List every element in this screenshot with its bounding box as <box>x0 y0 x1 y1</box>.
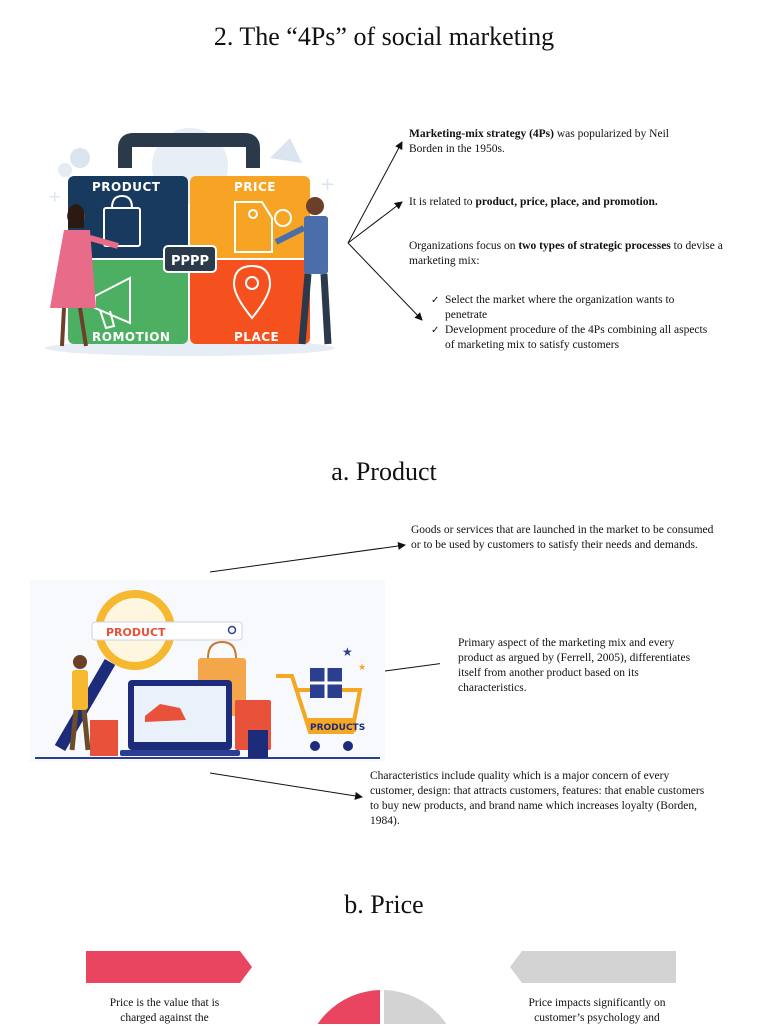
p-product-primary: Primary aspect of the marketing mix and … <box>458 637 691 694</box>
woman-figure <box>50 204 119 347</box>
pppp-badge <box>163 245 217 273</box>
p-strategic-pre: Organizations focus on <box>409 240 519 252</box>
tile-place <box>190 260 310 344</box>
pppp-badge-label: PPPP <box>171 254 209 269</box>
tile-promotion-label: ROMOTION <box>92 330 170 344</box>
tile-product-label: PRODUCT <box>92 180 161 194</box>
p-strategic-rest: to devise a marketing mix: <box>409 240 723 267</box>
p-product-characteristics: Characteristics include quality which is… <box>370 770 705 827</box>
strategic-checklist: Select the market where the organization… <box>427 293 717 353</box>
p-marketing-mix-bold: Marketing-mix strategy (4Ps) <box>409 128 554 140</box>
p-strategic-bold: two types of strategic processes <box>518 240 671 252</box>
tile-promotion <box>68 260 188 344</box>
section-price-title: b. Price <box>344 890 424 919</box>
search-bar-text: PRODUCT <box>106 626 166 639</box>
shoe-icon <box>145 704 186 722</box>
p-product-definition: Goods or services that are launched in t… <box>411 524 714 551</box>
price-right-banner <box>510 951 676 983</box>
tile-place-label: PLACE <box>234 330 279 344</box>
svg-text:+: + <box>320 174 335 195</box>
price-right-text: Price impacts significantly on customer’… <box>528 997 666 1024</box>
price-tag-icon <box>234 201 292 253</box>
tile-price-label: PRICE <box>234 180 276 194</box>
4ps-illustration: + + PRODUCT PRICE ROMOTION PLACE PPPP <box>45 128 335 356</box>
p-related-to-bold: product, price, place, and promotion. <box>475 196 658 208</box>
price-left-banner <box>86 951 252 983</box>
cart-label: PRODUCTS <box>310 723 365 733</box>
section-4ps-title: 2. The “4Ps” of social marketing <box>213 22 555 51</box>
svg-text:★: ★ <box>358 663 366 673</box>
product-illustration: PRODUCT PRODUCTS ★ ★ <box>30 580 385 762</box>
shopping-bag-icon <box>103 194 141 247</box>
p-related-to: It is related to product, price, place, … <box>409 195 719 210</box>
checklist-item: Development procedure of the 4Ps combini… <box>427 323 717 353</box>
svg-text:+: + <box>48 187 61 206</box>
section2-arrows <box>209 541 440 800</box>
location-pin-icon <box>232 264 272 320</box>
p-marketing-mix-rest: was popularized by Neil Borden in the 19… <box>409 128 669 155</box>
checklist-item: Select the market where the organization… <box>427 293 717 323</box>
p-strategic-processes: Organizations focus on two types of stra… <box>409 239 729 269</box>
price-left-text: Price is the value that is charged again… <box>109 997 220 1024</box>
price-circle-graphic <box>317 990 447 1024</box>
man-figure <box>274 197 332 345</box>
section-product-title: a. Product <box>331 457 437 486</box>
p-related-to-pre: It is related to <box>409 196 476 208</box>
search-icon <box>227 625 237 635</box>
svg-text:★: ★ <box>342 645 353 659</box>
section1-arrows <box>347 141 423 321</box>
p-marketing-mix: Marketing-mix strategy (4Ps) was popular… <box>409 127 699 157</box>
